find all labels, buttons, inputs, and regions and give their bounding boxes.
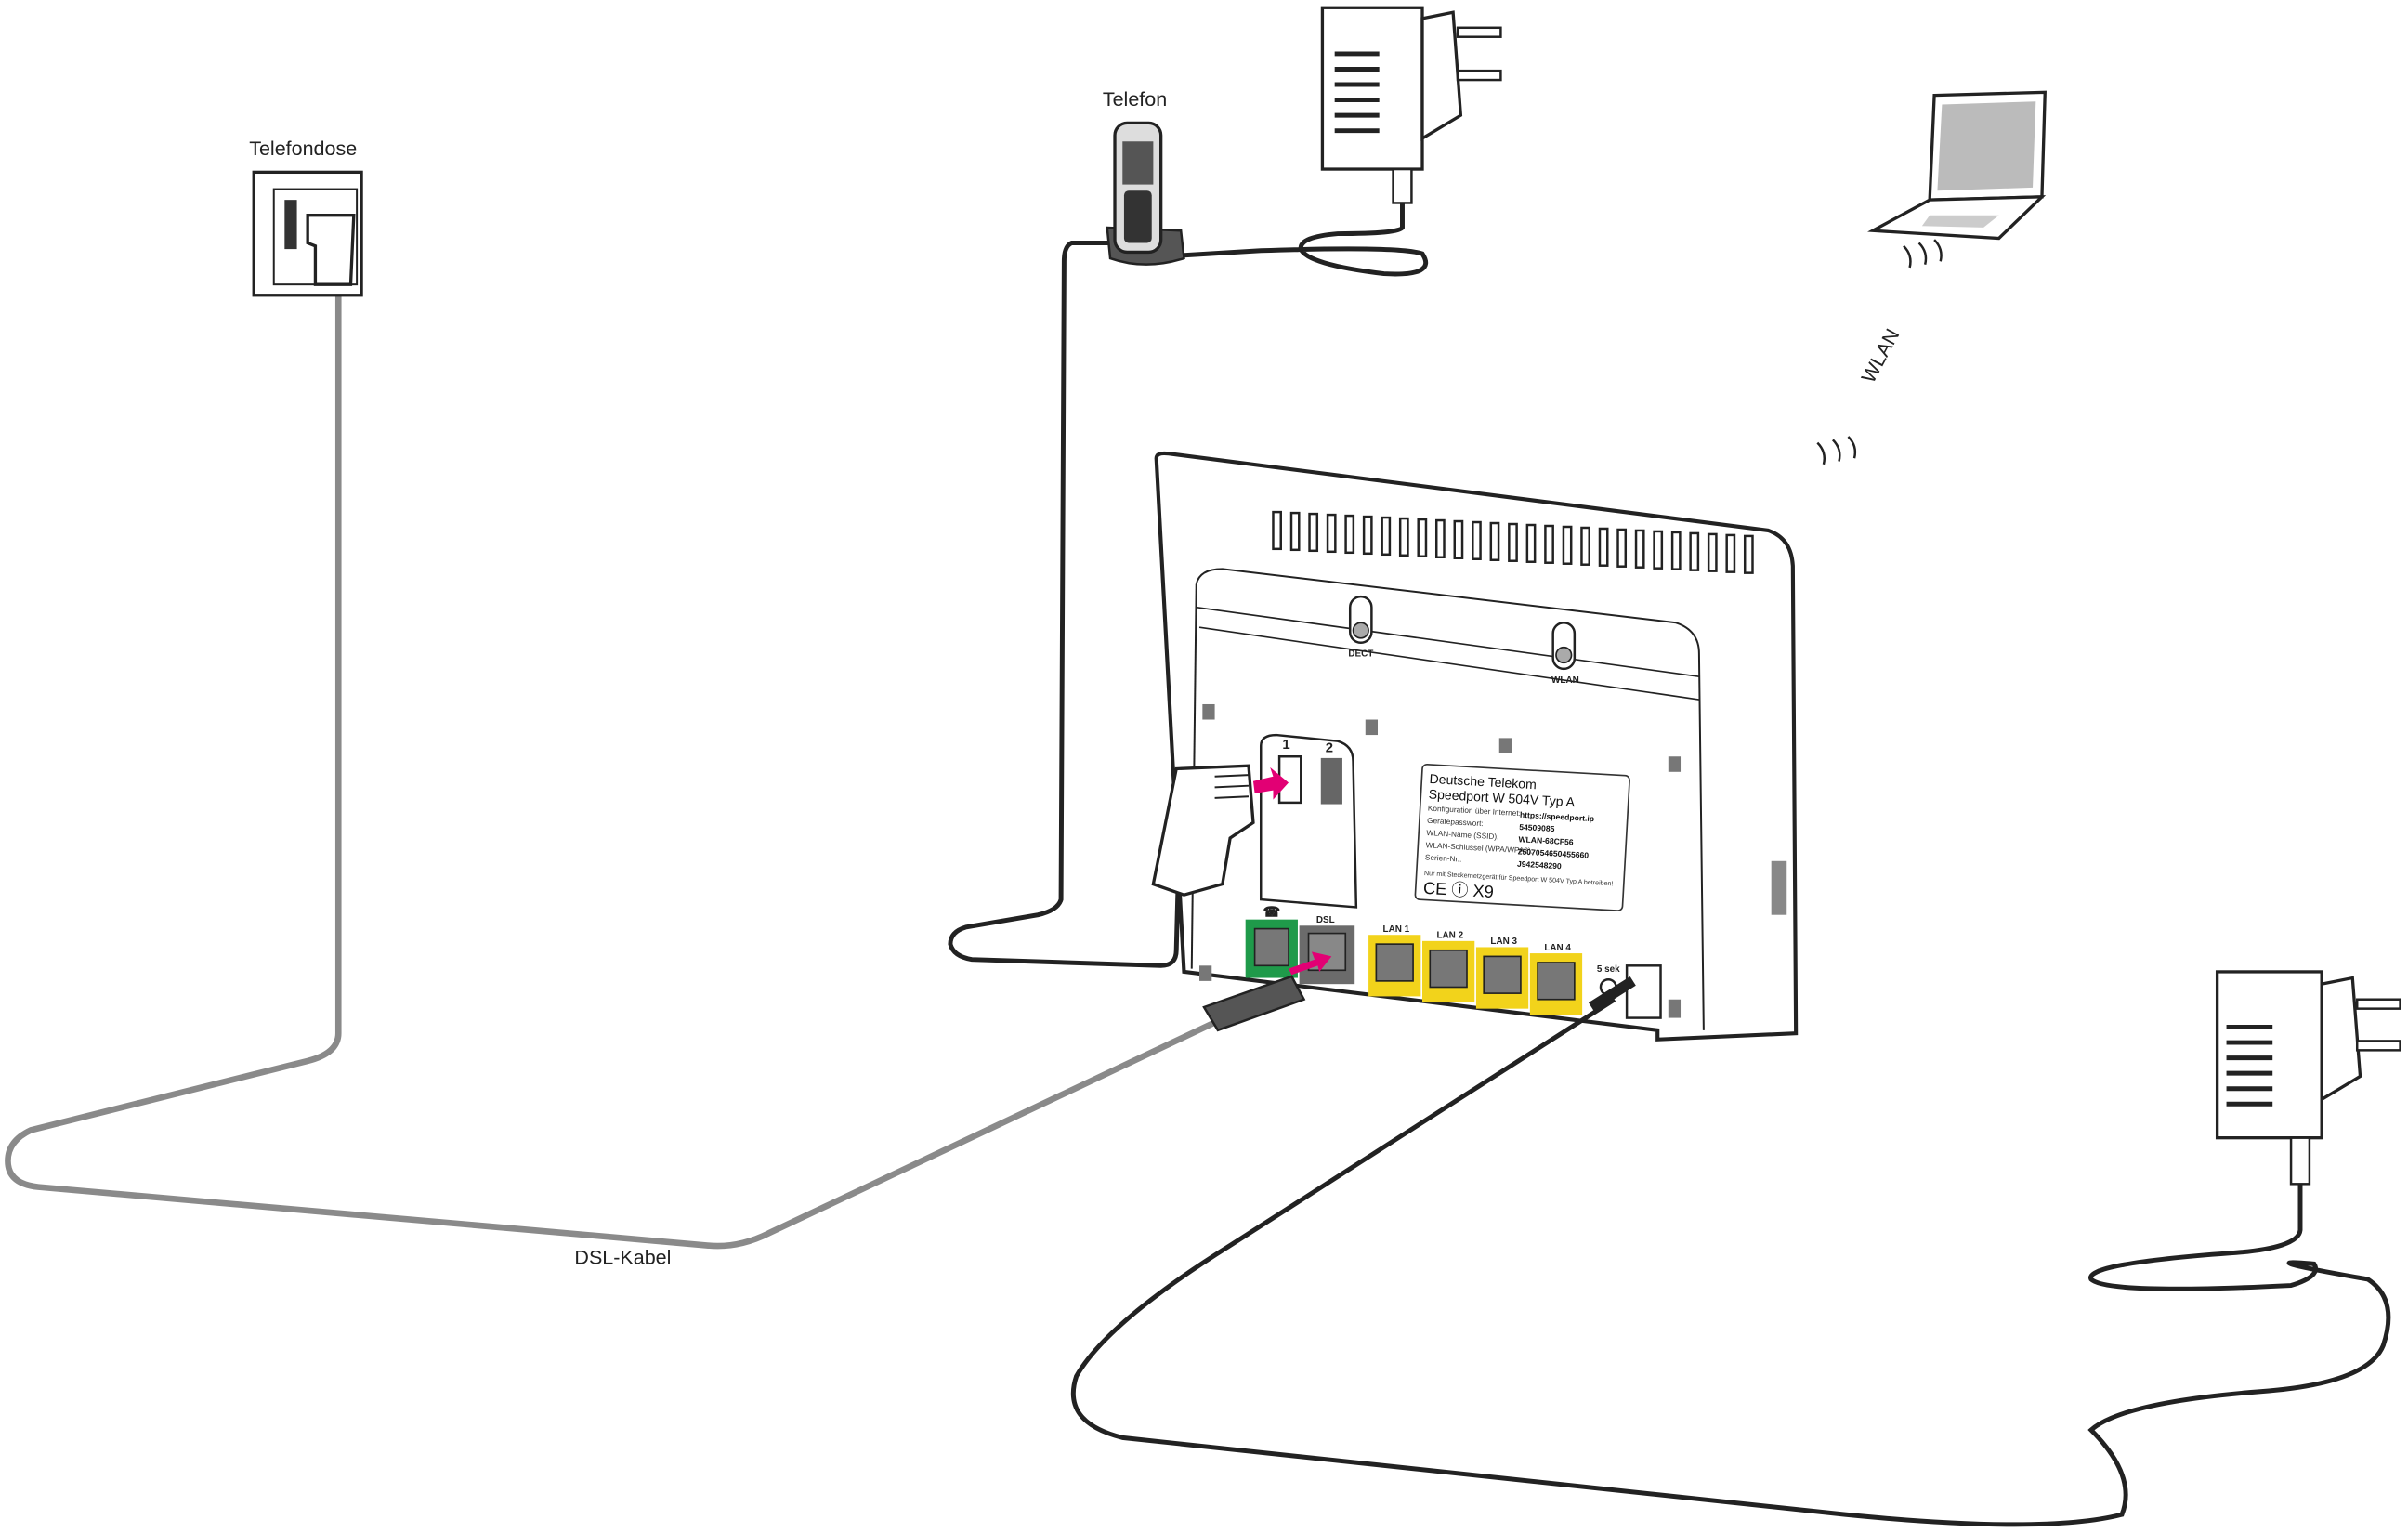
vent-slot (1381, 516, 1392, 557)
lan-3-label: LAN 3 (1490, 937, 1517, 947)
phone-handset (1106, 121, 1185, 266)
laptop (1867, 90, 2047, 241)
vent-slot (1362, 515, 1373, 556)
lan-2-label: LAN 2 (1436, 931, 1463, 941)
sticker-brand: Deutsche Telekom (1429, 771, 1537, 792)
vent-slot (1725, 533, 1736, 573)
vent-slot (1634, 529, 1645, 569)
sticker-row-value: https://speedport.ip (1520, 810, 1595, 823)
dect-button[interactable] (1348, 595, 1373, 645)
vent-slot (1653, 530, 1664, 570)
vent-slot (1344, 514, 1355, 555)
vent-slot (1689, 531, 1700, 571)
vent-slot (1544, 524, 1554, 564)
vent-slot (1707, 532, 1718, 572)
vent-slot (1453, 519, 1464, 559)
vent-slot (1489, 521, 1500, 561)
tae-port-1-label: 1 (1282, 738, 1289, 753)
power-adapter-top (1320, 6, 1502, 204)
lan-port-socket (1483, 955, 1522, 994)
vent-slot (1562, 525, 1573, 565)
vent-slot (1434, 518, 1446, 559)
magenta-arrow-tae-icon (1252, 766, 1289, 800)
sticker-row-key: Gerätepasswort: (1427, 817, 1484, 828)
wall-socket-label: Telefondose (249, 138, 357, 160)
reset-label: 5 sek (1597, 964, 1620, 975)
dsl-plug (1202, 975, 1306, 1032)
sticker-row-value: 54509085 (1519, 822, 1555, 833)
vent-slot (1417, 518, 1428, 558)
tae-port-2-label: 2 (1326, 740, 1333, 755)
phone-port-icon: ☎ (1263, 905, 1281, 920)
vent-slot (1598, 527, 1609, 567)
vent-slot (1326, 513, 1337, 554)
tae-port-2[interactable] (1320, 757, 1342, 805)
sticker-row-value: 2507054650455660 (1517, 846, 1589, 859)
router-sticker: Deutsche Telekom Speedport W 504V Typ A … (1414, 763, 1630, 911)
wlan-button-label: WLAN (1551, 675, 1579, 686)
phone-power-cable (1184, 200, 1429, 277)
power-port[interactable] (1625, 964, 1662, 1019)
power-adapter-router (2215, 970, 2401, 1186)
sticker-row-key: Serien-Nr.: (1425, 853, 1462, 863)
dsl-port-label: DSL (1316, 915, 1335, 925)
lan-port-socket (1537, 962, 1576, 1001)
vent-slot (1398, 517, 1409, 557)
sticker-marks: CE ⓘ X9 (1423, 879, 1495, 901)
dsl-cable-label: DSL-Kabel (574, 1246, 671, 1268)
wlan-signal-icon (1816, 239, 1943, 465)
vent-slot (1580, 526, 1590, 566)
vent-slot (1308, 512, 1319, 553)
lan-4-label: LAN 4 (1544, 943, 1571, 953)
vent-slot (1272, 510, 1282, 551)
vent-slot (1508, 522, 1518, 562)
vent-slot (1472, 520, 1482, 560)
sticker-row-value: J942548290 (1517, 859, 1562, 871)
vent-slot (1743, 534, 1754, 574)
wlan-label: WLAN (1857, 325, 1904, 387)
vent-slot (1525, 523, 1537, 563)
phone-cable (948, 241, 1181, 968)
phone-label: Telefon (1103, 88, 1167, 111)
sticker-row-value: WLAN-68CF56 (1518, 834, 1574, 846)
magenta-arrow-dsl-icon (1289, 951, 1332, 976)
wlan-button[interactable] (1551, 622, 1577, 671)
vent-slots (1272, 510, 1754, 574)
sticker-row-key: WLAN-Name (SSID): (1426, 829, 1498, 841)
wall-socket (252, 170, 363, 297)
vent-slot (1289, 511, 1301, 552)
lan-1-label: LAN 1 (1383, 924, 1410, 935)
lan-port-socket (1429, 949, 1468, 989)
router-power-cable (1070, 997, 2391, 1527)
lan-port-socket (1375, 943, 1414, 982)
dect-label: DECT (1348, 649, 1373, 660)
tae-plug (1151, 764, 1255, 897)
vent-slot (1616, 528, 1628, 568)
vent-slot (1670, 531, 1682, 570)
dsl-cable (5, 295, 1216, 1250)
